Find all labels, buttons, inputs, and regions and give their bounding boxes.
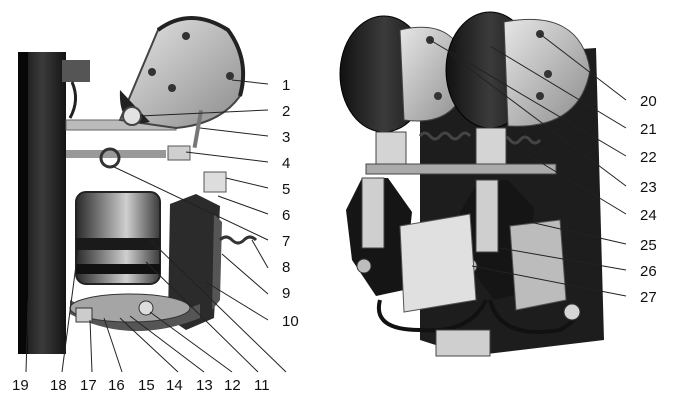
left-view-bottom-labels: 19 18 17 16 15 14 13 12 11 bbox=[12, 377, 270, 394]
left-leader-lines bbox=[25, 79, 287, 373]
label-15: 15 bbox=[138, 377, 155, 394]
label-11: 11 bbox=[254, 377, 270, 394]
label-24: 24 bbox=[640, 207, 657, 224]
label-6: 6 bbox=[282, 207, 290, 224]
label-9: 9 bbox=[282, 285, 290, 302]
pivot-nut bbox=[122, 106, 142, 126]
label-19: 19 bbox=[12, 377, 29, 394]
right-view-photo bbox=[339, 11, 604, 357]
right-view-labels: 20 21 22 23 24 25 26 27 bbox=[640, 93, 657, 306]
label-18: 18 bbox=[50, 377, 67, 394]
label-21: 21 bbox=[640, 121, 657, 138]
label-25: 25 bbox=[640, 237, 657, 254]
terminal-block bbox=[62, 60, 90, 82]
label-13: 13 bbox=[196, 377, 213, 394]
left-view-photo bbox=[18, 16, 258, 354]
label-20: 20 bbox=[640, 93, 657, 110]
label-8: 8 bbox=[282, 259, 290, 276]
label-4: 4 bbox=[282, 155, 290, 172]
label-16: 16 bbox=[108, 377, 125, 394]
label-23: 23 bbox=[640, 179, 657, 196]
label-14: 14 bbox=[166, 377, 183, 394]
label-2: 2 bbox=[282, 103, 290, 120]
label-10: 10 bbox=[282, 313, 299, 330]
label-17: 17 bbox=[80, 377, 97, 394]
label-22: 22 bbox=[640, 149, 657, 166]
label-3: 3 bbox=[282, 129, 290, 146]
base-plate bbox=[70, 300, 200, 332]
label-27: 27 bbox=[640, 289, 657, 306]
left-view-right-labels: 1 2 3 4 5 6 7 8 9 10 bbox=[282, 77, 299, 330]
right-coil-drum bbox=[445, 11, 591, 129]
label-12: 12 bbox=[224, 377, 241, 394]
coil bbox=[75, 191, 161, 285]
label-7: 7 bbox=[282, 233, 290, 250]
label-5: 5 bbox=[282, 181, 290, 198]
label-1: 1 bbox=[282, 77, 290, 94]
label-26: 26 bbox=[640, 263, 657, 280]
right-leader-lines bbox=[429, 33, 627, 297]
